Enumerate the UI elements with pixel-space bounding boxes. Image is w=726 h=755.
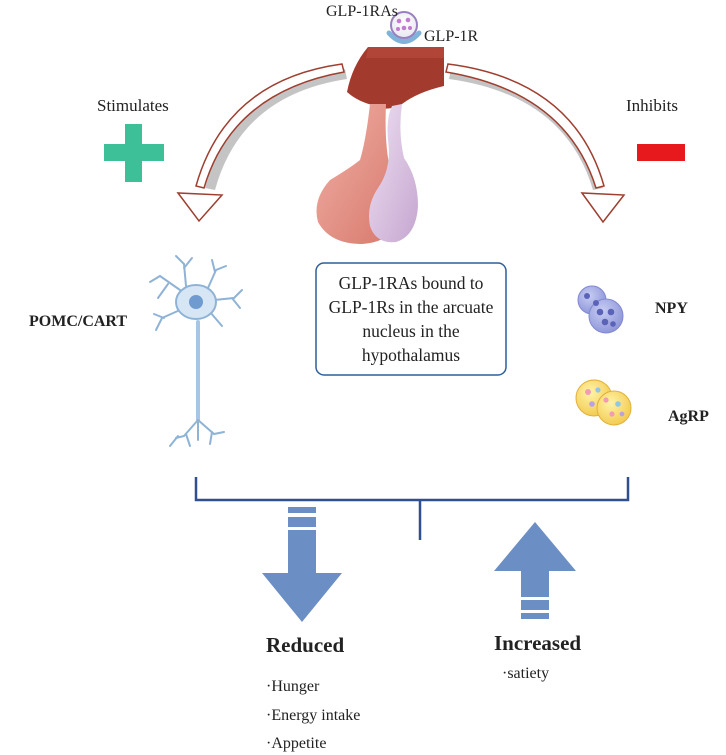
inhibits-label: Inhibits xyxy=(626,96,678,115)
glp1ra-vesicle-icon xyxy=(386,11,422,44)
down-arrow-icon xyxy=(262,507,342,622)
hypothalamus-pituitary-icon xyxy=(316,47,444,244)
reduced-item-1: ·Hunger xyxy=(266,678,320,695)
neuron-icon xyxy=(149,255,243,447)
agrp-label: AgRP xyxy=(668,408,709,425)
npy-cells-icon xyxy=(577,285,624,334)
minus-icon xyxy=(637,144,685,161)
pomc-cart-label: POMC/CART xyxy=(29,313,127,330)
reduced-item-2: ·Energy intake xyxy=(266,707,360,724)
stimulates-label: Stimulates xyxy=(97,96,169,115)
left-curved-arrow xyxy=(176,63,347,223)
center-box-line-3: nucleus in the xyxy=(362,321,459,341)
reduced-item-3: ·Appetite xyxy=(266,735,326,752)
neuron-soma-icon xyxy=(175,284,217,320)
center-box-line-2: GLP-1Rs in the arcuate xyxy=(329,297,494,317)
increased-item-1: ·satiety xyxy=(502,665,549,682)
center-box-line-1: GLP-1RAs bound to xyxy=(339,273,484,293)
bracket xyxy=(194,477,630,540)
glp1ras-label: GLP-1RAs xyxy=(326,3,398,20)
center-box-line-4: hypothalamus xyxy=(362,345,460,365)
increased-title: Increased xyxy=(494,631,581,655)
glp1r-label: GLP-1R xyxy=(424,28,479,45)
npy-label: NPY xyxy=(655,300,688,317)
reduced-title: Reduced xyxy=(266,633,344,657)
plus-icon xyxy=(104,124,164,182)
up-arrow-icon xyxy=(494,522,576,619)
right-curved-arrow xyxy=(445,63,626,224)
agrp-cells-icon xyxy=(575,379,632,426)
center-box xyxy=(315,262,507,376)
